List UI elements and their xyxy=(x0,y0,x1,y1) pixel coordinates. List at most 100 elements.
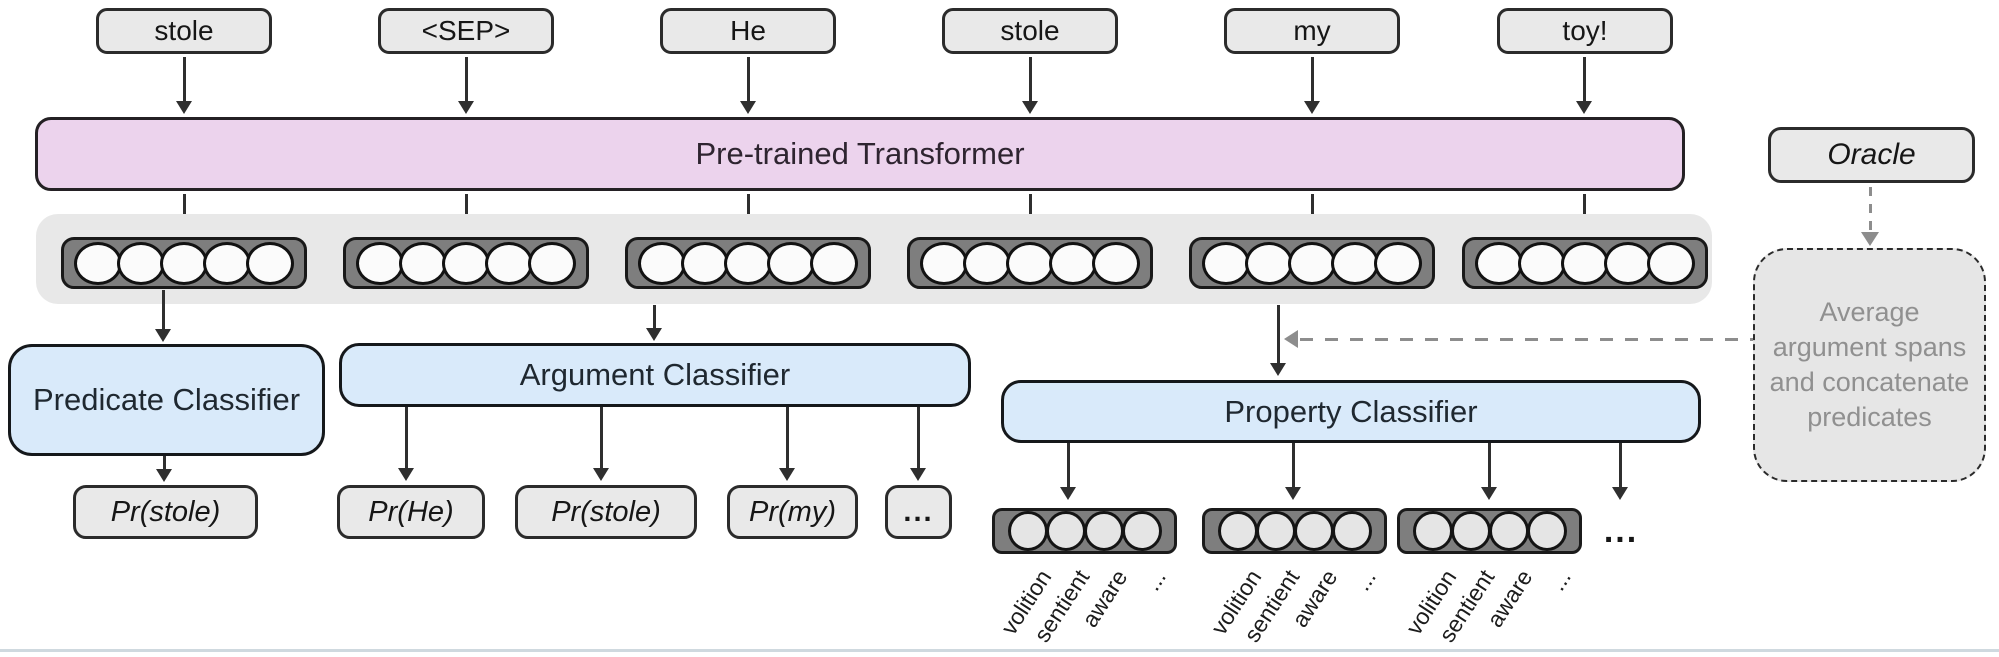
argument-classifier-box: Argument Classifier xyxy=(339,343,971,407)
dashed-arrow-oracle-line xyxy=(1869,187,1872,232)
embedding-circle xyxy=(1374,241,1422,285)
property-label-text: ... xyxy=(1138,565,1171,596)
arrow-argument-output-4 xyxy=(910,407,926,481)
oracle-box: Oracle xyxy=(1768,127,1975,183)
embedding-circle xyxy=(963,241,1011,285)
token-embedding-1 xyxy=(61,237,307,289)
note-line: and concatenate xyxy=(1769,367,1970,397)
token-stole-2: stole xyxy=(942,8,1118,54)
arrow-token-4 xyxy=(1022,57,1038,114)
embedding-circle xyxy=(767,241,815,285)
embedding-circle xyxy=(399,241,447,285)
embedding-circle xyxy=(203,241,251,285)
embedding-circle xyxy=(1561,241,1609,285)
embedding-circle xyxy=(1526,511,1567,551)
embedding-circle xyxy=(442,241,490,285)
property-ellipsis: ... xyxy=(1603,512,1639,550)
embedding-circle xyxy=(920,241,968,285)
embedding-circle xyxy=(1331,511,1372,551)
embedding-circle xyxy=(1092,241,1140,285)
dashed-arrow-note-line xyxy=(1300,338,1753,341)
property-embedding-2 xyxy=(1202,508,1387,554)
embedding-circle xyxy=(1604,241,1652,285)
embedding-circle xyxy=(1412,511,1453,551)
arrow-property-output-4 xyxy=(1612,443,1628,500)
pretrained-transformer-box: Pre-trained Transformer xyxy=(35,117,1685,191)
embedding-circle xyxy=(1255,511,1296,551)
arrow-token-1 xyxy=(176,57,192,114)
argument-output-ellipsis: ... xyxy=(885,485,952,539)
embedding-circle xyxy=(1006,241,1054,285)
embedding-circle xyxy=(356,241,404,285)
arrow-property-output-3 xyxy=(1481,443,1497,500)
embedding-circle xyxy=(1202,241,1250,285)
pretrained-transformer-label: Pre-trained Transformer xyxy=(695,136,1025,171)
dashed-arrow-oracle-head xyxy=(1861,232,1879,246)
token-embedding-5 xyxy=(1189,237,1435,289)
token-he: He xyxy=(660,8,836,54)
arrow-token-2 xyxy=(458,57,474,114)
arrow-to-property-classifier xyxy=(1270,305,1286,376)
arrow-token-6 xyxy=(1576,57,1592,114)
argument-classifier-label: Argument Classifier xyxy=(519,357,791,392)
arrow-token-3 xyxy=(740,57,756,114)
embedding-circle xyxy=(1217,511,1258,551)
property-classifier-box: Property Classifier xyxy=(1001,380,1701,443)
embedding-circle xyxy=(117,241,165,285)
arrow-argument-output-2 xyxy=(593,407,609,481)
arrow-argument-output-1 xyxy=(398,407,414,481)
embedding-circle xyxy=(528,241,576,285)
arrow-predicate-output xyxy=(156,456,172,482)
embedding-circle xyxy=(485,241,533,285)
arrow-token-5 xyxy=(1304,57,1320,114)
embedding-circle xyxy=(160,241,208,285)
predicate-classifier-label: Predicate Classifier xyxy=(32,382,301,417)
token-my: my xyxy=(1224,8,1400,54)
arrow-property-output-1 xyxy=(1060,443,1076,500)
token-embedding-6 xyxy=(1462,237,1708,289)
embedding-circle xyxy=(681,241,729,285)
property-embedding-1 xyxy=(992,508,1177,554)
embedding-circle xyxy=(1647,241,1695,285)
arrow-to-argument-classifier xyxy=(646,305,662,341)
embedding-circle xyxy=(1450,511,1491,551)
dashed-arrow-note-head xyxy=(1284,330,1298,348)
embedding-circle xyxy=(1288,241,1336,285)
property-label-text: ... xyxy=(1543,565,1576,596)
embedding-circle xyxy=(1488,511,1529,551)
embedding-circle xyxy=(74,241,122,285)
embedding-circle xyxy=(1331,241,1379,285)
bottom-divider xyxy=(0,649,1999,652)
note-line: Average xyxy=(1819,297,1920,327)
token-embedding-3 xyxy=(625,237,871,289)
embedding-circle xyxy=(1518,241,1566,285)
token-embedding-2 xyxy=(343,237,589,289)
predicate-output-pr-stole: Pr(stole) xyxy=(73,485,258,539)
token-sep: <SEP> xyxy=(378,8,554,54)
embedding-circle xyxy=(1083,511,1124,551)
embedding-circle xyxy=(1045,511,1086,551)
embedding-circle xyxy=(724,241,772,285)
argument-output-pr-my: Pr(my) xyxy=(727,485,858,539)
embedding-circle xyxy=(1475,241,1523,285)
embedding-circle xyxy=(1121,511,1162,551)
property-classifier-label: Property Classifier xyxy=(1224,393,1478,429)
embedding-circle xyxy=(1293,511,1334,551)
oracle-note-box: Average argument spans and concatenate p… xyxy=(1753,248,1986,482)
token-stole-1: stole xyxy=(96,8,272,54)
property-label-text: ... xyxy=(1348,565,1381,596)
arrow-to-predicate-classifier xyxy=(155,290,171,342)
predicate-classifier-box: Predicate Classifier xyxy=(8,344,325,456)
token-toy: toy! xyxy=(1497,8,1673,54)
embedding-circle xyxy=(1007,511,1048,551)
note-line: predicates xyxy=(1807,402,1932,432)
embedding-circle xyxy=(810,241,858,285)
token-embedding-4 xyxy=(907,237,1153,289)
embedding-circle xyxy=(1049,241,1097,285)
note-line: argument spans xyxy=(1772,332,1967,362)
arrow-argument-output-3 xyxy=(779,407,795,481)
property-embedding-3 xyxy=(1397,508,1582,554)
embedding-circle xyxy=(246,241,294,285)
embedding-circle xyxy=(638,241,686,285)
